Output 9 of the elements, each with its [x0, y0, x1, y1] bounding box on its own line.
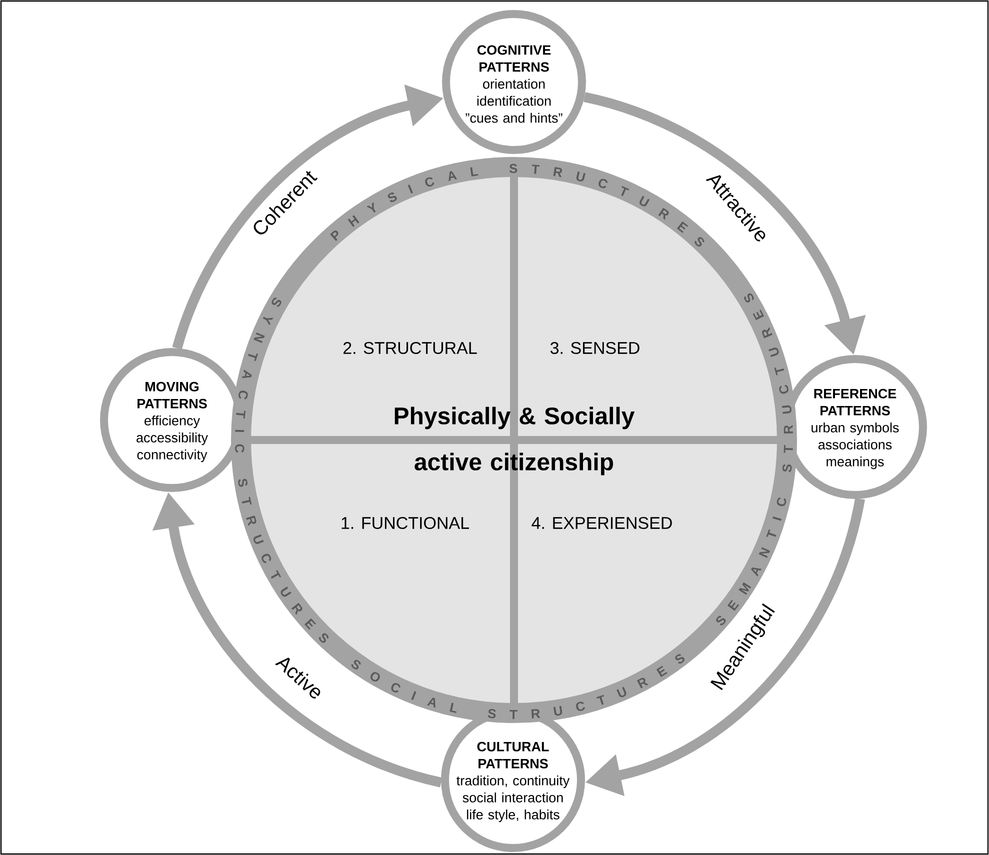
- ring-label: SOCIAL STRUCTURES: [351, 654, 684, 719]
- center-title: Physically & Socially active citizenship: [394, 406, 635, 476]
- quadrant-label: 2. STRUCTURAL: [343, 342, 477, 354]
- ring-label: SYNTACTIC STRUCTURES: [235, 298, 329, 643]
- quadrant-label: 4. EXPERIENSED: [532, 516, 672, 530]
- quadrant-label: 1. FUNCTIONAL: [342, 516, 469, 530]
- ring-label: PHYSICAL STRUCTURES: [330, 164, 704, 247]
- central-circle: [231, 157, 797, 723]
- quadrant-label: 3. SENSED: [550, 342, 640, 354]
